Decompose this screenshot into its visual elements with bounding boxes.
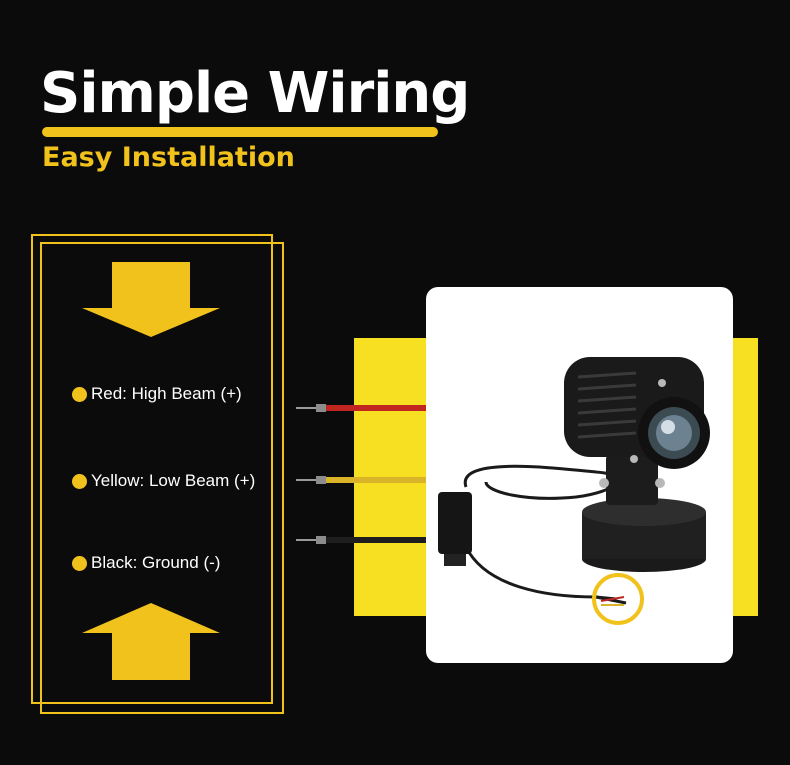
legend-frame-inner [40,242,284,714]
legend-dot-icon [72,555,87,571]
product-photo-card [426,287,733,663]
title-underline [42,127,438,137]
legend-dot-icon [72,386,87,402]
legend-label-black: Black: Ground (-) [91,553,221,572]
up-arrow-icon [82,603,220,680]
legend-frame-outer [31,234,273,704]
legend-label-yellow: Yellow: Low Beam (+) [91,471,256,490]
down-arrow-icon [82,262,220,337]
led-spotlight-product-image [438,357,710,625]
legend-item-black: Black: Ground (-) [72,553,220,573]
legend-item-yellow: Yellow: Low Beam (+) [72,471,255,491]
page-subtitle: Easy Installation [42,142,295,173]
legend-item-red: Red: High Beam (+) [72,384,242,404]
legend-label-red: Red: High Beam (+) [91,384,242,403]
legend-dot-icon [72,473,87,489]
page-title: Simple Wiring [40,61,470,126]
